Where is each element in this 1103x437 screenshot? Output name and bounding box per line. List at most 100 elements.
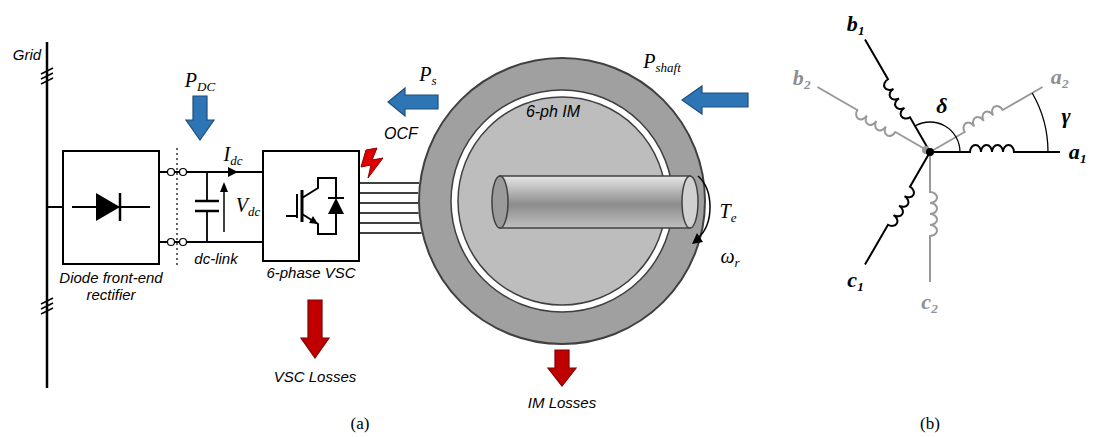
power-arrow [186,96,214,140]
node-label: 6-ph IM [526,103,580,121]
terminal [168,239,175,246]
bus-label: Grid [13,46,41,64]
loss-label: VSC Losses [274,368,357,386]
panel-label: (a) [351,415,370,434]
collector-lead [302,178,336,198]
signal-label: I [224,143,231,165]
panel-label: (b) [920,414,940,433]
diode-symbol [72,193,150,221]
wire [160,241,262,243]
diode-triangle [96,193,120,221]
power-arrow [682,86,748,114]
phase-label: c₁ [847,267,864,292]
power-arrow [388,88,438,116]
signal-label: V [236,194,248,216]
angle-arc [1032,93,1048,152]
phase-label: b₁ [847,11,866,36]
torque-label: Te [720,200,737,225]
neutral-point [926,148,934,156]
shaft [500,176,690,228]
converter-box: 6-phase VSC [262,150,360,262]
power-label: PDC [185,69,215,94]
node-text: Diode front-end rectifier [59,269,162,303]
winding-set-2 [814,81,1043,282]
node-label: Diode front-end rectifier [46,269,176,304]
phase-slash [41,68,53,74]
terminal [180,239,187,246]
gate-bar [296,194,298,218]
subscript: e [731,210,737,225]
cap-plate [195,200,219,203]
bus-label: Grid [13,46,41,63]
phase-label: c₂ [921,289,938,314]
angle-arc [915,122,960,152]
subscript: dc [230,153,242,168]
loss-arrow [548,350,576,386]
phase-label: c₁ [847,268,864,292]
loss-label: IM Losses [528,394,596,412]
phase-label: b₁ [847,12,866,36]
phase-coil [930,152,937,282]
wire [360,222,420,224]
coupling-break [176,148,177,266]
loss-arrow [301,300,329,358]
current-arrow [228,167,238,177]
gate-lead [286,215,297,217]
phase-slash [41,303,53,309]
loss-label: VSC Losses [274,368,357,385]
channel-bar [301,190,304,222]
power-label: P [185,69,197,91]
phase-label: c₂ [921,290,938,314]
phase-label: a₂ [1051,64,1070,89]
igbt-symbol [286,178,344,234]
node-text: 6-phase VSC [266,264,355,281]
signal-label: Idc [224,143,243,168]
phase-coil [930,145,1060,152]
voltage-arrow-head [220,182,228,192]
phase-slash [41,308,53,314]
fault-label: OCF [384,125,418,142]
shaft-end [492,176,508,228]
emitter-arrow [309,216,318,224]
capacitor-symbol [195,172,219,242]
cap-lead [206,211,208,242]
rectifier-box: Diode front-end rectifier [62,150,160,265]
diode-bar [119,193,122,221]
fault-bolt [361,148,383,178]
rotation-arrow [698,176,710,238]
panel-label: (a) [351,414,370,433]
power-label: P [419,63,431,85]
phase-label: b₂ [793,66,812,90]
angle-label: δ [936,93,947,118]
wire [360,232,422,234]
motor-drawing [419,58,710,344]
subscript: r [735,255,740,270]
signal-label: Vdc [236,194,261,219]
power-label: Ps [419,63,436,88]
motor-circle: 6-ph IM [418,57,706,345]
grid-bus [41,42,62,388]
torque-label: T [720,200,731,222]
phase-slash [41,298,53,304]
subscript: shaft [655,60,680,75]
speed-label: ωr [720,245,739,270]
loss-label: IM Losses [528,394,596,411]
phase-slash [41,78,53,84]
wire [360,202,418,204]
wire [360,212,419,214]
phase-coil [927,81,1043,152]
voltage-arrow [223,190,225,232]
wire [160,171,262,173]
power-label: Pshaft [643,50,681,75]
terminal [168,169,175,176]
fault-label: OCF [384,125,418,143]
angle-label: δ [936,94,947,118]
angle-label: γ [1061,104,1070,128]
node-text: 6-ph IM [526,103,580,120]
stator [419,58,705,344]
phase-slash [41,73,53,79]
subscript: s [432,73,437,88]
grid-line [46,42,49,388]
